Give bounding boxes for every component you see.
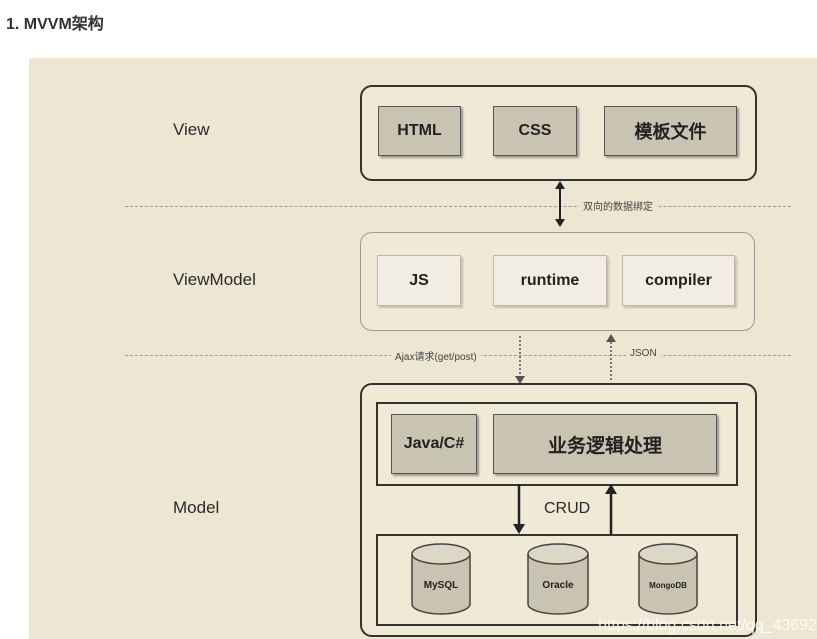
two-way-binding-arrow	[555, 181, 565, 227]
template-file-box: 模板文件	[604, 106, 737, 156]
viewmodel-layer-label: ViewModel	[173, 270, 256, 289]
model-layer-label: Model	[173, 498, 220, 517]
oracle-database-icon: Oracle	[527, 543, 589, 615]
json-label: JSON	[626, 348, 661, 359]
json-response-arrow	[606, 334, 616, 382]
watermark: https://blog.csdn.net/qq_43692	[598, 617, 817, 634]
css-box: CSS	[493, 106, 577, 156]
crud-up-arrow	[605, 484, 617, 534]
runtime-box: runtime	[493, 255, 607, 306]
mysql-database-icon: MySQL	[411, 543, 471, 615]
oracle-label: Oracle	[542, 580, 574, 591]
mysql-label: MySQL	[424, 580, 458, 591]
mongodb-database-icon: MongoDB	[638, 543, 698, 615]
mongodb-label: MongoDB	[649, 581, 687, 590]
compiler-box: compiler	[622, 255, 735, 306]
separator-view-viewmodel	[125, 206, 791, 207]
view-layer-label: View	[173, 120, 210, 139]
page-heading: 1. MVVM架构	[6, 16, 104, 33]
ajax-label: Ajax请求(get/post)	[391, 348, 481, 363]
crud-label: CRUD	[544, 500, 591, 517]
business-logic-box: 业务逻辑处理	[493, 414, 717, 474]
java-csharp-box: Java/C#	[391, 414, 477, 474]
binding-label: 双向的数据绑定	[579, 198, 657, 213]
ajax-request-arrow	[515, 336, 525, 384]
html-box: HTML	[378, 106, 461, 156]
js-box: JS	[377, 255, 461, 306]
mvvm-diagram: View ViewModel Model HTML CSS 模板文件 双向的数据…	[29, 58, 817, 639]
crud-down-arrow	[513, 484, 525, 534]
